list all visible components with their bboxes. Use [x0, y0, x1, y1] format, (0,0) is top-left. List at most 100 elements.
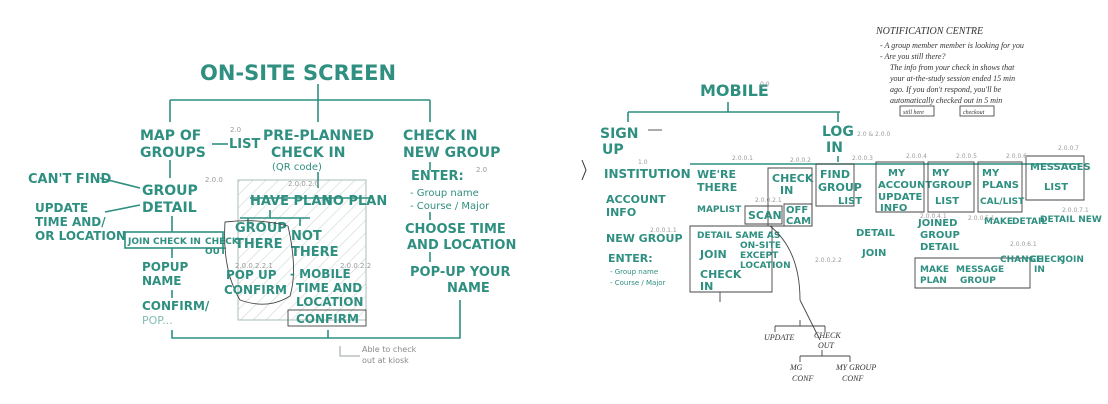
check-in3-l2: IN [1034, 265, 1045, 275]
confirm-l1: CONFIRM/ [142, 299, 210, 313]
mobile-title-connector [627, 102, 840, 122]
mobile-version-10: 2.0.0.1.1 [650, 227, 677, 234]
mobile-version-2: 2.0.0.2 [790, 157, 811, 164]
conf-tree [799, 350, 851, 362]
find-list-label: LIST [838, 196, 862, 207]
mobile-sketch: MOBILE 0.0 SIGN UP 1.0 LOG IN 2.0 & 2.0.… [600, 81, 1102, 383]
map-of-groups-l1: MAP OF [140, 128, 201, 144]
popup-name-l2: NAME [142, 274, 181, 288]
mobile-time-l1: - MOBILE [290, 267, 351, 281]
check-in-l2: IN [780, 184, 793, 197]
make-plan-l1: MAKE [920, 265, 949, 275]
not-there-l2: THERE [291, 245, 339, 260]
check-in2-l2: IN [700, 280, 713, 293]
new-group-label: NEW GROUP [606, 232, 683, 245]
off-cam-l2: CAM [786, 216, 811, 227]
my-group-conf-l1: MY GROUP [835, 363, 876, 372]
account-info-l1: ACCOUNT [606, 193, 666, 206]
update-info-l1: UPDATE [878, 192, 923, 203]
group-there-l2: THERE [235, 237, 283, 252]
update-label: UPDATE [764, 333, 794, 342]
sketch-divider [581, 159, 587, 181]
my-group-l2: GROUP [932, 180, 972, 191]
group-detail-l1: GROUP [142, 183, 198, 199]
institution-label: INSTITUTION [604, 167, 691, 181]
version-label-3: 2.0.0.2.0 [288, 180, 319, 188]
confirm-l2: POP... [142, 314, 173, 327]
kiosk-note-arrow [339, 346, 360, 357]
mobile-version-8: 2.0.0.2.1 [755, 197, 782, 204]
mobile-version-4: 2.0.0.4 [906, 153, 927, 160]
popup-confirm-loop [224, 220, 295, 305]
mobile-version-6: 2.0.0.6 [1006, 153, 1027, 160]
enter-label-mobile: ENTER: [608, 252, 653, 265]
sign-up-version: 1.0 [638, 159, 648, 166]
kiosk-note-l2: out at kiosk [362, 356, 409, 365]
enter-item-2: - Course / Major [410, 201, 490, 212]
mobile-version-7: 2.0.0.7 [1058, 145, 1079, 152]
choose-time-l1: CHOOSE TIME [405, 222, 506, 237]
my-plans-l1: MY [982, 168, 1000, 179]
notification-line-4: your at-the-study session ended 15 min [889, 74, 1015, 83]
my-account-l2: ACCOUNT [878, 180, 932, 191]
check-out-l1: CHECK [205, 237, 240, 247]
enter-item-mobile-2: - Course / Major [610, 279, 666, 287]
list-label: LIST [229, 137, 260, 152]
log-in-l2: IN [826, 140, 843, 156]
check-out-mobile-l1: CHECK [814, 331, 841, 340]
make-plan-box [914, 257, 1031, 289]
sign-up-l2: UP [602, 142, 624, 158]
message-group-l2: GROUP [960, 276, 996, 286]
kiosk-note-l1: Able to check [362, 345, 417, 354]
check-out-l2: OUT [205, 247, 227, 257]
update-l1: UPDATE [35, 201, 88, 215]
detail-same-box [689, 225, 773, 293]
detail-same-l3: EXCEPT [740, 251, 779, 261]
no-plan-label: NO PLAN [322, 194, 387, 209]
detail-same-l4: LOCATION [740, 261, 791, 271]
version-label-2: 2.0.0 [205, 176, 223, 184]
check-in2-l1: CHECK [700, 268, 742, 281]
log-in-version: 2.0 & 2.0.0 [857, 131, 890, 138]
hatched-area [237, 179, 367, 321]
make-plan-l2: PLAN [920, 276, 947, 286]
update-l3: OR LOCATION [35, 229, 126, 243]
popup-confirm-l2: CONFIRM [224, 283, 287, 297]
enter-label: ENTER: [411, 169, 464, 184]
my-group-list-label: LIST [935, 196, 959, 207]
version-label-5: 2.0.0.2.2.1 [235, 262, 273, 270]
pre-planned-l1: PRE-PLANNED [263, 128, 374, 144]
confirm2-label: CONFIRM [296, 312, 359, 326]
update-l2: TIME AND/ [35, 215, 106, 229]
maplist-label: MAPLIST [697, 205, 742, 215]
version-label-6: 2.0 [476, 166, 487, 174]
update-arrow [104, 204, 173, 232]
my-plans-l2: PLANS [982, 180, 1019, 191]
messages-box [1025, 155, 1085, 201]
update-checkout-tree [774, 320, 826, 332]
cant-find-arrow [99, 160, 171, 189]
messages-l2: LIST [1044, 182, 1068, 193]
mobile-title: MOBILE [700, 81, 769, 100]
find-group-box [815, 163, 855, 207]
notification-note: NOTIFICATION CENTRE - A group member mem… [875, 26, 1024, 117]
bottom-connector [171, 300, 461, 339]
cal-list-label: CAL/LIST [980, 197, 1025, 207]
version-label-4: 2.0.0.2.2 [340, 262, 371, 270]
check-out-mobile-l2: OUT [818, 341, 835, 350]
have-plan-label: HAVE PLAN [250, 194, 332, 209]
confirm-box [287, 309, 367, 327]
find-group-l1: FIND [820, 168, 850, 181]
choose-time-l2: AND LOCATION [407, 238, 516, 253]
notification-line-5: ago. If you don't respond, you'll be [890, 85, 1002, 94]
popup-your-l1: POP-UP YOUR [410, 265, 510, 280]
notification-line-6: automatically checked out in 5 min [890, 96, 1002, 105]
my-group-l1: MY [932, 168, 950, 179]
enter-item-1: - Group name [410, 188, 479, 199]
mobile-version-14: 2.0.0.7.1 [1062, 207, 1089, 214]
mobile-title-version: 0.0 [760, 81, 770, 88]
join-check-in-box [124, 231, 224, 249]
mobile-version-9: 2.0.0.2.2 [815, 257, 842, 264]
popup-name-l1: POPUP [142, 260, 189, 274]
